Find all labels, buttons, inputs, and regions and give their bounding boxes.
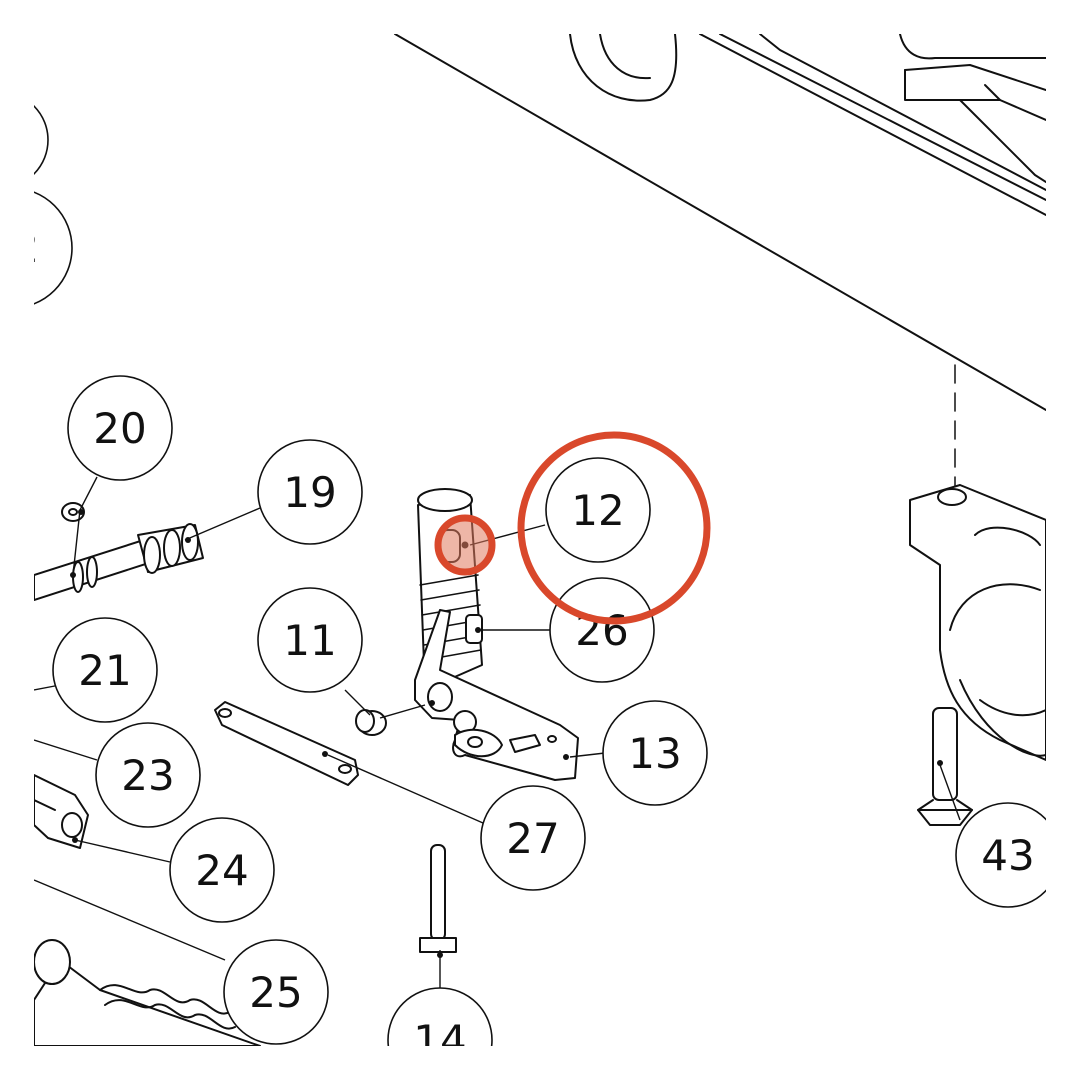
trigger-assembly — [414, 488, 579, 781]
highlight-small-ring — [434, 514, 496, 576]
link-bar-27 — [214, 701, 359, 786]
part-24-block — [34, 774, 89, 849]
callout-bubble-12: 12 — [545, 457, 651, 563]
callout-label-43: 43 — [981, 831, 1034, 880]
callout-bubble-26: 26 — [549, 577, 655, 683]
highlight-overlays — [434, 431, 711, 625]
callout-label-11: 11 — [283, 616, 336, 665]
callout-label-13: 13 — [628, 729, 681, 778]
callout-bubble-11: 11 — [257, 587, 363, 693]
screw-43 — [917, 707, 973, 826]
pin-14 — [419, 844, 457, 953]
part-11-cylinder — [355, 709, 387, 736]
callout-label-25: 25 — [249, 968, 302, 1017]
callout-label-19: 19 — [283, 468, 336, 517]
callout-bubble-43: 43 — [955, 802, 1046, 908]
callout-bubble-19: 19 — [257, 439, 363, 545]
callout-label-24: 24 — [195, 846, 248, 895]
callout-label-20: 20 — [93, 404, 146, 453]
callout-bubble-14: 14 — [387, 987, 493, 1065]
callout-label-12: 12 — [571, 486, 624, 535]
callout-bubble-24: 24 — [169, 817, 275, 923]
callout-label-14: 14 — [413, 1016, 466, 1065]
callout-bubble-13: 13 — [602, 700, 708, 806]
rod-19 — [34, 523, 204, 601]
callout-bubble-25: 25 — [223, 939, 329, 1045]
callout-label-partial: 2 — [12, 223, 39, 272]
callout-label-23: 23 — [121, 751, 174, 800]
callout-bubble-partial: 2 — [12, 191, 73, 305]
callout-bubble-23: 23 — [95, 722, 201, 828]
partial-callout-top — [34, 105, 49, 175]
spring-25 — [34, 939, 263, 1046]
callout-bubble-21: 21 — [52, 617, 158, 723]
callout-bubbles: 2 20 19 26 12 11 — [12, 191, 1046, 1065]
callout-bubble-20: 20 — [67, 375, 173, 481]
highlight-large-ring — [517, 431, 711, 625]
callout-bubble-27: 27 — [480, 785, 586, 891]
highlight-small-fill — [438, 518, 492, 572]
receiver-body — [394, 34, 1046, 411]
callout-label-21: 21 — [78, 646, 131, 695]
callout-label-27: 27 — [506, 814, 559, 863]
trigger-housing — [909, 484, 1046, 761]
